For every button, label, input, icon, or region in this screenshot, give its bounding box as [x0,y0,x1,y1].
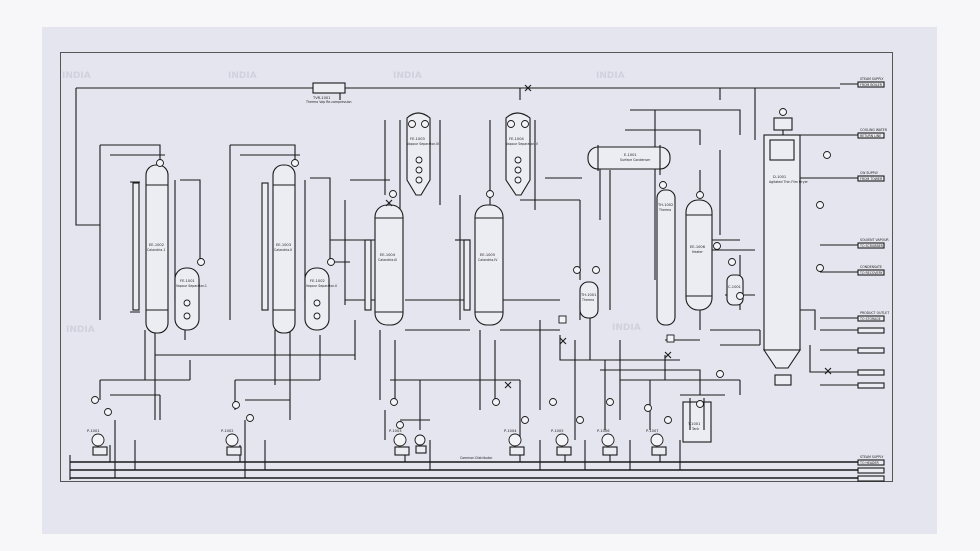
watermark: INDIA [393,71,422,81]
pump-6: P-1006 [597,429,618,456]
thin-film-dryer: D-1001 Agitated Thin Film Dryer [762,117,809,386]
pump-5-tag: P-1005 [551,429,564,433]
tvr-unit: TVR-1001 Thermo Vap Re-compression [300,82,360,104]
vapour-separator-4: FE-1004 Vapour Separator-IV [505,112,539,196]
thermo-2-name: Thermo [658,208,671,212]
pump-1-tag: P-1001 [87,429,100,433]
watermark: INDIA [228,71,257,81]
cyclone: C-1001 [726,274,744,306]
pump-3: P-1003 [389,429,410,456]
thermo-vessel-2: TH-1002 Thermo [656,189,676,326]
vapour-separator-1: FE-1001 Vapour Separator-1 [174,267,207,331]
offpage-label: TO HEADER [859,461,880,465]
separator-3-tag: FE-1003 [410,137,425,141]
condenser-tag: E-1001 [624,153,637,157]
dryer-name: Agitated Thin Film Dryer [769,180,809,184]
separator-3-name: Vapour Separator-III [407,142,439,146]
calandria-4-name: Calandria-IV [478,258,498,262]
pump-2-tag: P-1002 [221,429,234,433]
offpage-label: RETURN LINE [860,134,881,138]
tank-name: Tank [691,427,699,431]
tank-tag: T-1001 [687,422,700,426]
offpage-label: TO STORAGE [859,317,881,321]
separator-1-name: Vapour Separator-1 [176,284,207,288]
heater-vessel: EE-1006 Heater [685,199,713,311]
vapour-separator-2: FE-1002 Vapour Separator-II [304,267,337,331]
calandria-2: EE-1003 Calandria-II [261,164,296,334]
pump-4: P-1004 [504,429,525,456]
offpage-label: TO SCRUBBER [859,244,884,248]
calandria-3-name: Calandria-III [378,258,397,262]
offpage-label: FROM BOILER [860,83,883,87]
collection-tank: T-1001 Tank [682,398,712,443]
separator-4-tag: FE-1004 [509,137,524,141]
calandria-1: EE-1002 Calandria-1 [132,164,169,334]
pump-6-tag: P-1006 [597,429,610,433]
drawing-border [60,52,893,482]
instrument-bubbles [91,108,831,429]
separator-1-tag: FE-1001 [180,279,195,283]
pump-2: P-1002 [221,429,242,456]
offpage-label: STEAM SUPPLY [860,455,883,459]
offpage-label: FROM TOWER [860,177,883,181]
offpage-label: STEAM SUPPLY [860,77,883,81]
offpage-connectors: STEAM SUPPLY FROM BOILER COOLING WATER R… [857,77,889,482]
offpage-label: CONDENSATE [860,265,882,269]
calandria-1-name: Calandria-1 [147,248,165,252]
bottom-header-caption: Common Distributor [460,456,493,460]
separator-2-tag: FE-1002 [310,279,325,283]
separator-4-name: Vapour Separator-IV [506,142,539,146]
calandria-1-tag: EE-1002 [149,243,164,247]
calandria-2-tag: EE-1003 [276,243,291,247]
vapour-separator-3: FE-1003 Vapour Separator-III [406,112,439,196]
separator-2-name: Vapour Separator-II [306,284,337,288]
watermark: INDIA [612,323,641,333]
calandria-3-tag: EE-1004 [380,253,396,257]
pump-4-tag: P-1004 [504,429,517,433]
offpage-label: SOLVENT VAPOUR [860,238,889,242]
offpage-label: PRODUCT OUTLET [860,311,889,315]
heater-name: Heater [692,250,704,254]
pump-1: P-1001 [87,429,108,456]
condenser-name: Surface Condenser [620,158,651,162]
valves [130,84,832,389]
thermo-1-name: Thermo [581,298,594,302]
watermark: INDIA [596,71,625,81]
tvr-name: Thermo Vap Re-compression [305,100,352,104]
thermo-vessel-1: TH-1001 Thermo [579,281,599,319]
pump-5: P-1005 [551,429,572,456]
calandria-4-tag: EE-1005 [480,253,495,257]
tvr-tag: TVR-1001 [312,96,330,100]
piping [69,83,858,480]
pump-7-tag: P-1007 [646,429,659,433]
heater-tag: EE-1006 [690,245,706,249]
pump-3-tag: P-1003 [389,429,402,433]
cyclone-tag: C-1001 [728,285,741,289]
pump-8 [414,434,427,454]
thermo-1-tag: TH-1001 [580,293,596,297]
pump-7: P-1007 [646,429,667,456]
offpage-label: CW SUPPLY [860,171,878,175]
surface-condenser: E-1001 Surface Condenser [587,145,671,171]
watermark: INDIA [66,325,95,335]
calandria-2-name: Calandria-II [274,248,292,252]
watermark: INDIA [62,71,91,81]
calandria-4: EE-1005 Calandria-IV [463,204,504,326]
dryer-tag: D-1001 [773,175,786,179]
thermo-2-tag: TH-1002 [657,203,673,207]
offpage-label: TO RECOVERY [859,271,883,275]
offpage-label: COOLING WATER [860,128,888,132]
calandria-3: EE-1004 Calandria-III [364,204,404,326]
